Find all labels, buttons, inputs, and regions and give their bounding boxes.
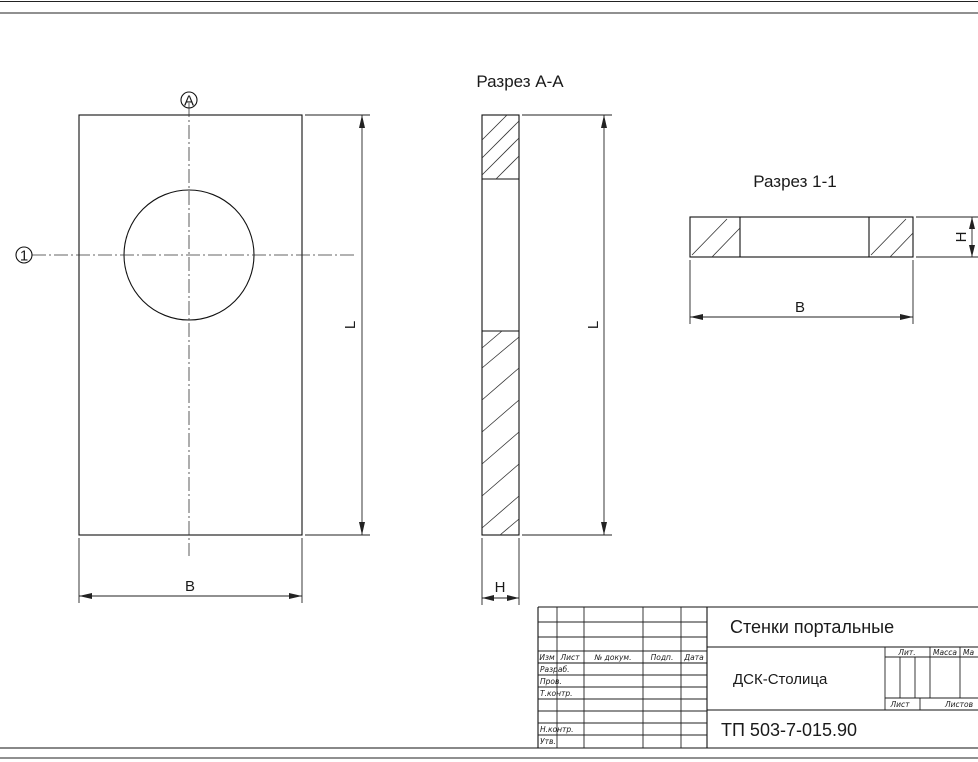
plan-dimension-l bbox=[305, 114, 370, 536]
plan-dimension-b bbox=[78, 538, 303, 603]
sheets-label: Листов bbox=[944, 700, 973, 709]
section-11-dimension-h-label: H bbox=[953, 232, 970, 243]
plan-view: А 1 L B bbox=[15, 91, 370, 603]
plan-outline bbox=[78, 114, 303, 536]
row-tech-control: Т.контр. bbox=[540, 689, 573, 698]
title-block: Изм Лист № докум. Подп. Дата Разраб. Про… bbox=[537, 606, 978, 748]
section-aa-dimension-h-label: H bbox=[495, 579, 506, 596]
row-checked: Пров. bbox=[540, 677, 562, 686]
col-sign: Подп. bbox=[651, 653, 674, 662]
row-norm-control: Н.контр. bbox=[540, 725, 574, 734]
section-11-dimension-h bbox=[916, 216, 978, 258]
lit-label: Лит. bbox=[897, 648, 915, 657]
section-11-hatch-right bbox=[870, 218, 914, 258]
plan-dimension-b-label: B bbox=[185, 578, 195, 595]
section-11-dimension-b-label: B bbox=[795, 299, 805, 316]
row-approved: Утв. bbox=[540, 737, 556, 746]
mass-label: Масса bbox=[933, 648, 957, 657]
col-date: Дата bbox=[683, 653, 704, 662]
axis-marker-a-label: А bbox=[184, 93, 194, 110]
section-aa: Разрез А-А L bbox=[476, 72, 612, 605]
section-aa-outline bbox=[481, 114, 520, 536]
axis-marker-1-label: 1 bbox=[20, 248, 28, 265]
section-11-outline bbox=[689, 216, 914, 258]
col-doc: № докум. bbox=[594, 653, 632, 662]
col-list: Лист bbox=[559, 653, 580, 662]
title-block-organization: ДСК-Столица bbox=[733, 671, 828, 688]
section-aa-hatch-top bbox=[481, 114, 520, 180]
scale-label: Ма bbox=[963, 648, 974, 657]
section-aa-title: Разрез А-А bbox=[476, 72, 564, 91]
section-aa-hatch-bottom bbox=[481, 330, 520, 536]
title-block-name: Стенки портальные bbox=[730, 617, 894, 637]
section-11-dimension-b bbox=[689, 260, 914, 324]
title-block-project-code: ТП 503-7-015.90 bbox=[721, 720, 857, 740]
axis-marker-1 bbox=[15, 246, 33, 264]
section-11-title: Разрез 1-1 bbox=[753, 172, 836, 191]
section-11-hatch-left bbox=[691, 218, 741, 258]
row-developed: Разраб. bbox=[540, 665, 569, 674]
section-aa-dimension-l-label: L bbox=[585, 321, 602, 329]
section-11: Разрез 1-1 B H bbox=[689, 172, 978, 324]
plan-dimension-l-label: L bbox=[342, 321, 359, 329]
section-aa-dimension-l bbox=[522, 114, 612, 536]
section-aa-dimension-h bbox=[481, 538, 520, 605]
col-izm: Изм bbox=[539, 653, 555, 662]
sheet-label: Лист bbox=[889, 700, 910, 709]
axis-marker-a bbox=[180, 91, 198, 109]
